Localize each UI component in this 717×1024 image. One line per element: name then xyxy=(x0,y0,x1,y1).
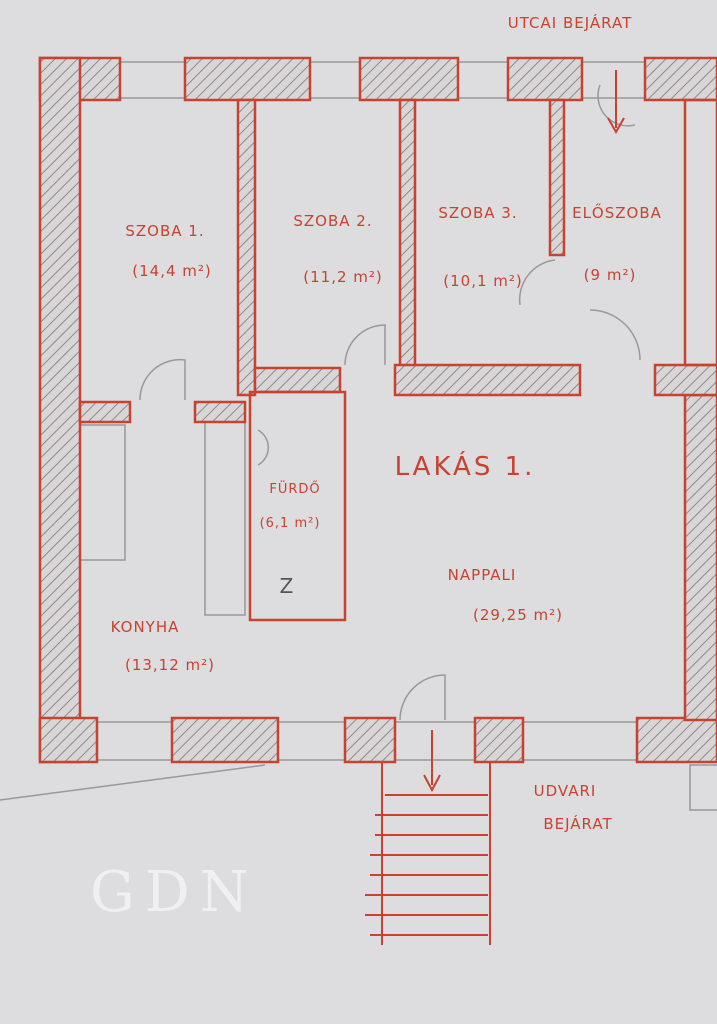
room-name: ELŐSZOBA xyxy=(572,204,662,222)
room-name: SZOBA 1. xyxy=(125,222,205,240)
watermark: GDN xyxy=(90,860,259,925)
yard-entrance-label-1: UDVARI xyxy=(533,782,597,800)
room-area: (10,1 m²) xyxy=(443,272,523,290)
room-name: FÜRDŐ xyxy=(269,482,321,497)
pencil-lines xyxy=(0,61,717,811)
room-name: SZOBA 3. xyxy=(438,204,518,222)
room-area: (9 m²) xyxy=(583,266,637,284)
arrow-down-icon xyxy=(423,730,441,793)
room-area: (14,4 m²) xyxy=(132,262,212,280)
room-area: (29,25 m²) xyxy=(472,606,564,624)
room-name: SZOBA 2. xyxy=(293,212,373,230)
room-name: NAPPALI xyxy=(447,566,517,584)
room-name: KONYHA xyxy=(110,618,180,636)
toilet-mark: Z xyxy=(279,574,295,598)
room-area: (6,1 m²) xyxy=(259,516,321,531)
room-area: (13,12 m²) xyxy=(124,656,216,674)
walls xyxy=(38,56,717,764)
street-entrance-label: UTCAI BEJÁRAT xyxy=(507,14,633,32)
room-area: (11,2 m²) xyxy=(303,268,383,286)
stairs xyxy=(365,70,625,945)
apartment-title: LAKÁS 1. xyxy=(394,452,536,482)
arrow-down-icon xyxy=(607,70,625,135)
yard-entrance-label-2: BEJÁRAT xyxy=(543,815,613,833)
